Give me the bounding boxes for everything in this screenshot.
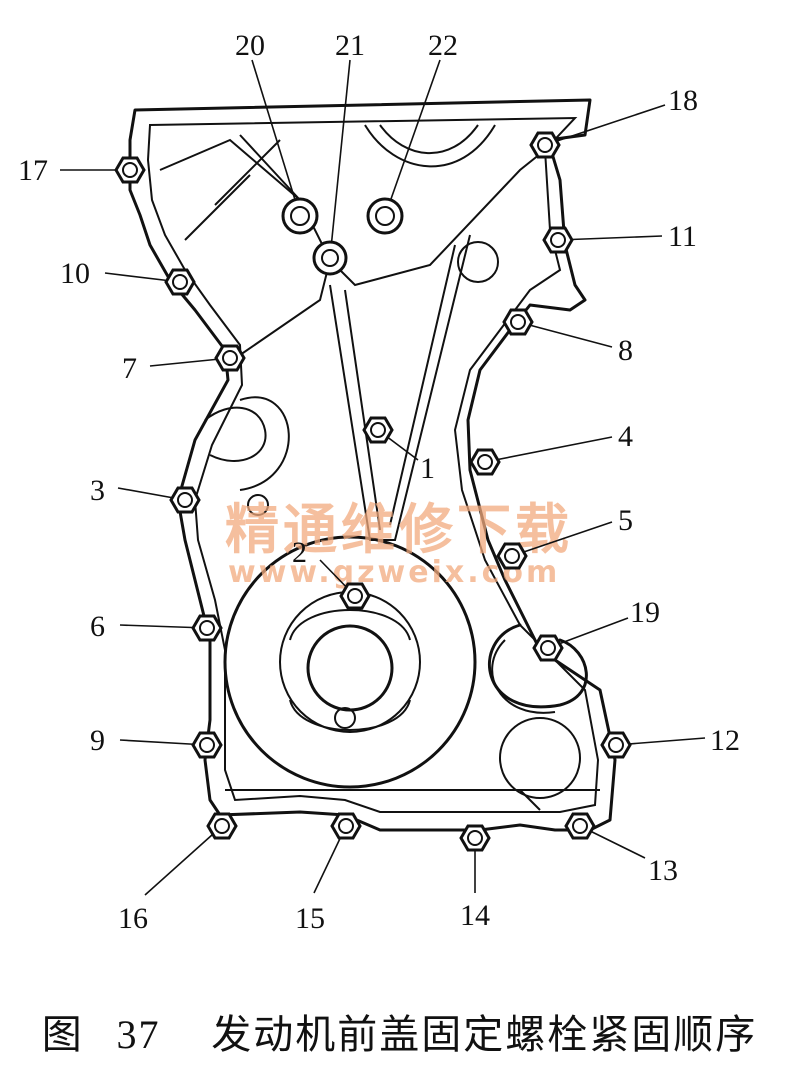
bolt-22: 22 xyxy=(366,29,458,235)
bolt-label-14: 14 xyxy=(460,899,490,932)
bolt-label-19: 19 xyxy=(630,596,660,629)
bolt-label-10: 10 xyxy=(60,257,90,290)
crank-seal-outer xyxy=(223,535,477,789)
caption-title: 发动机前盖固定螺栓紧固顺序 xyxy=(211,1012,758,1058)
tensioner-arc xyxy=(487,623,588,709)
oil-hole-upper xyxy=(457,241,499,283)
bolt-layer: 1 2 3 4 5 xyxy=(18,29,740,935)
bolt-label-17: 17 xyxy=(18,154,48,187)
lower-right-boss xyxy=(499,717,581,799)
bolt-2: 2 xyxy=(292,536,371,610)
crank-seal-notch xyxy=(334,707,356,729)
bolt-18: 18 xyxy=(529,84,698,159)
crank-seal-bore xyxy=(306,624,394,712)
bolt-label-21: 21 xyxy=(335,29,365,62)
bolt-10: 10 xyxy=(60,257,196,296)
crank-seal-ring-arcs xyxy=(289,609,411,731)
cam-arc-inner xyxy=(379,124,479,155)
bolt-3: 3 xyxy=(90,474,201,514)
left-mount-boss xyxy=(204,396,290,491)
bolt-label-7: 7 xyxy=(122,352,137,385)
bolt-label-9: 9 xyxy=(90,724,105,757)
bolt-14: 14 xyxy=(459,824,491,932)
small-hole-left xyxy=(247,494,269,516)
bolt-label-2: 2 xyxy=(292,536,307,569)
bolt-15: 15 xyxy=(295,812,362,935)
figure-caption: 图 37 发动机前盖固定螺栓紧固顺序 xyxy=(0,995,799,1075)
bolt-label-20: 20 xyxy=(235,29,265,62)
bolt-label-18: 18 xyxy=(668,84,698,117)
caption-figure-word: 图 xyxy=(41,1012,84,1058)
bolt-label-4: 4 xyxy=(618,420,633,453)
bolt-label-5: 5 xyxy=(618,504,633,537)
bolt-label-6: 6 xyxy=(90,610,105,643)
bolt-label-1: 1 xyxy=(420,452,435,485)
tensioner-arc-inner xyxy=(491,639,556,714)
bolt-label-12: 12 xyxy=(710,724,740,757)
upper-rib-center xyxy=(329,149,546,287)
engine-front-cover-diagram: 精通维修下载 www.gzweix.com 1 2 3 xyxy=(18,29,740,935)
bolt-label-16: 16 xyxy=(118,902,148,935)
bolt-label-22: 22 xyxy=(428,29,458,62)
bottom-flange xyxy=(225,789,600,811)
bolt-label-3: 3 xyxy=(90,474,105,507)
bolt-7: 7 xyxy=(122,344,246,385)
caption-figure-number: 37 xyxy=(116,1012,161,1057)
bolt-13: 13 xyxy=(564,812,678,887)
upper-rib-diag xyxy=(184,134,301,241)
bolt-label-11: 11 xyxy=(668,220,697,253)
bolt-1: 1 xyxy=(362,416,435,485)
bolt-label-13: 13 xyxy=(648,854,678,887)
bolt-16: 16 xyxy=(118,812,238,935)
upper-rib-left xyxy=(159,138,332,356)
bolt-20: 20 xyxy=(235,29,319,235)
bolt-17: 17 xyxy=(18,154,146,187)
bolt-21: 21 xyxy=(312,29,365,276)
bolt-12: 12 xyxy=(600,724,740,759)
bolt-label-8: 8 xyxy=(618,334,633,367)
cam-arc xyxy=(364,124,496,168)
bolt-5: 5 xyxy=(496,504,633,570)
bolt-19: 19 xyxy=(532,596,660,662)
bolt-label-15: 15 xyxy=(295,902,325,935)
bolt-6: 6 xyxy=(90,610,223,643)
bolt-11: 11 xyxy=(542,220,697,254)
bolt-8: 8 xyxy=(502,308,633,367)
bolt-9: 9 xyxy=(90,724,223,759)
bolt-4: 4 xyxy=(469,420,633,476)
